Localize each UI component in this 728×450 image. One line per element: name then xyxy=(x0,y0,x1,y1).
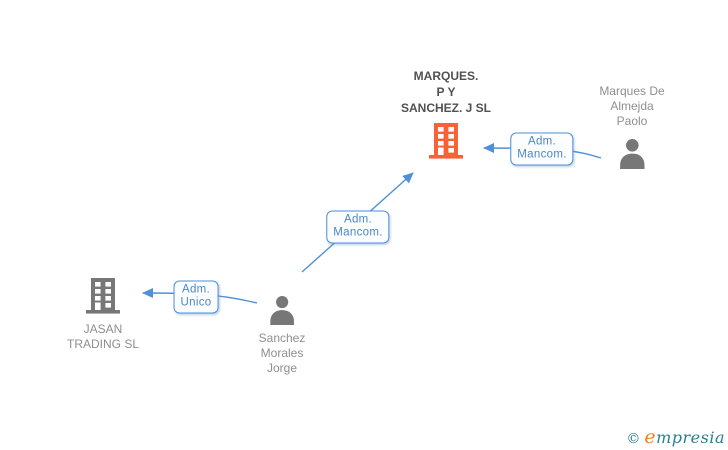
edge-label-adm-unico[interactable]: Adm. Unico xyxy=(173,280,219,314)
person-icon xyxy=(619,139,645,169)
node-jasan-company[interactable]: JASAN TRADING SL xyxy=(67,277,139,352)
node-marques-company[interactable]: MARQUES. P Y SANCHEZ. J SL xyxy=(401,68,491,160)
copyright-icon: © xyxy=(626,431,641,447)
building-icon xyxy=(428,123,463,159)
edge-label-line: Adm. xyxy=(343,213,373,226)
edge-label-line: Unico xyxy=(180,296,212,309)
edge-label-line: Adm. xyxy=(527,135,557,148)
person-icon xyxy=(270,295,294,325)
building-icon xyxy=(85,278,120,314)
node-marques-person[interactable]: Marques De Almejda Paolo xyxy=(599,84,665,169)
node-marques-person-label: Marques De Almejda Paolo xyxy=(599,84,665,128)
edge-label-line: Adm. xyxy=(181,283,211,296)
edge-label-line: Mancom. xyxy=(517,148,567,161)
empresia-logo[interactable]: © empresia xyxy=(626,426,725,448)
edge-label-adm-mancom-right[interactable]: Adm. Mancom. xyxy=(510,132,574,166)
empresia-wordmark: empresia xyxy=(644,426,725,448)
node-sanchez-person-label: Sanchez Morales Jorge xyxy=(258,331,306,375)
edge-sanchez-to-jasan[interactable] xyxy=(142,288,258,304)
edge-label-line: Mancom. xyxy=(333,226,383,239)
node-marques-company-label: MARQUES. P Y SANCHEZ. J SL xyxy=(400,69,492,115)
node-jasan-company-label: JASAN TRADING SL xyxy=(66,322,140,351)
edge-label-adm-mancom-middle[interactable]: Adm. Mancom. xyxy=(326,210,390,244)
node-sanchez-person[interactable]: Sanchez Morales Jorge xyxy=(258,294,306,376)
